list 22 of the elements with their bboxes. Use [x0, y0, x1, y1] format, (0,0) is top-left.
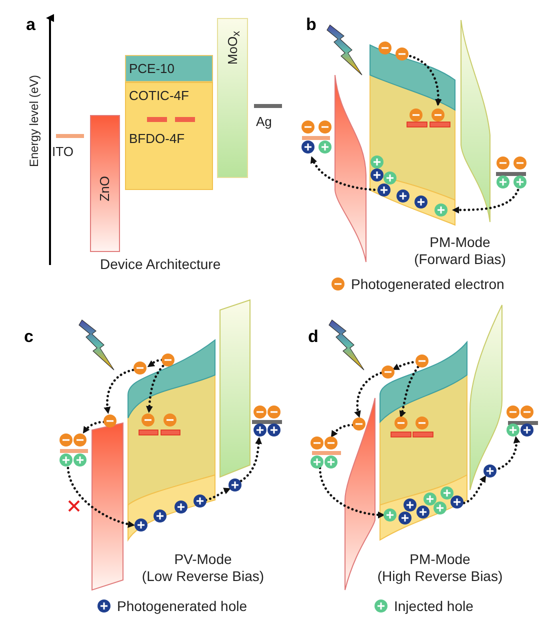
mode-caption: PM-Mode (Forward Bias): [413, 234, 507, 268]
energy-band-block: [125, 82, 213, 190]
axis-title: Device Architecture: [100, 256, 221, 272]
mode-caption: PV-Mode (Low Reverse Bias): [140, 551, 266, 585]
panel-letter: c: [24, 327, 34, 347]
material-label: ZnO: [97, 176, 112, 202]
panel-letter: a: [26, 15, 36, 35]
energy-band-block: [125, 55, 213, 82]
material-label: BFDO-4F: [129, 131, 185, 146]
panel-letter: d: [308, 327, 318, 347]
energy-band-block: [217, 18, 248, 178]
mode-caption: PM-Mode (High Reverse Bias): [376, 551, 504, 585]
panel-letter: b: [306, 15, 316, 35]
material-label: COTIC-4F: [129, 88, 189, 103]
legend-label: Photogenerated hole: [117, 598, 247, 614]
material-label: ITO: [52, 144, 74, 159]
legend-label: Injected hole: [394, 598, 474, 614]
axis-title: Energy level (eV): [27, 75, 41, 168]
legend-label: Photogenerated electron: [351, 276, 504, 292]
energy-band-block: [90, 115, 120, 252]
material-label: PCE-10: [129, 61, 175, 76]
material-label: Ag: [256, 114, 272, 129]
